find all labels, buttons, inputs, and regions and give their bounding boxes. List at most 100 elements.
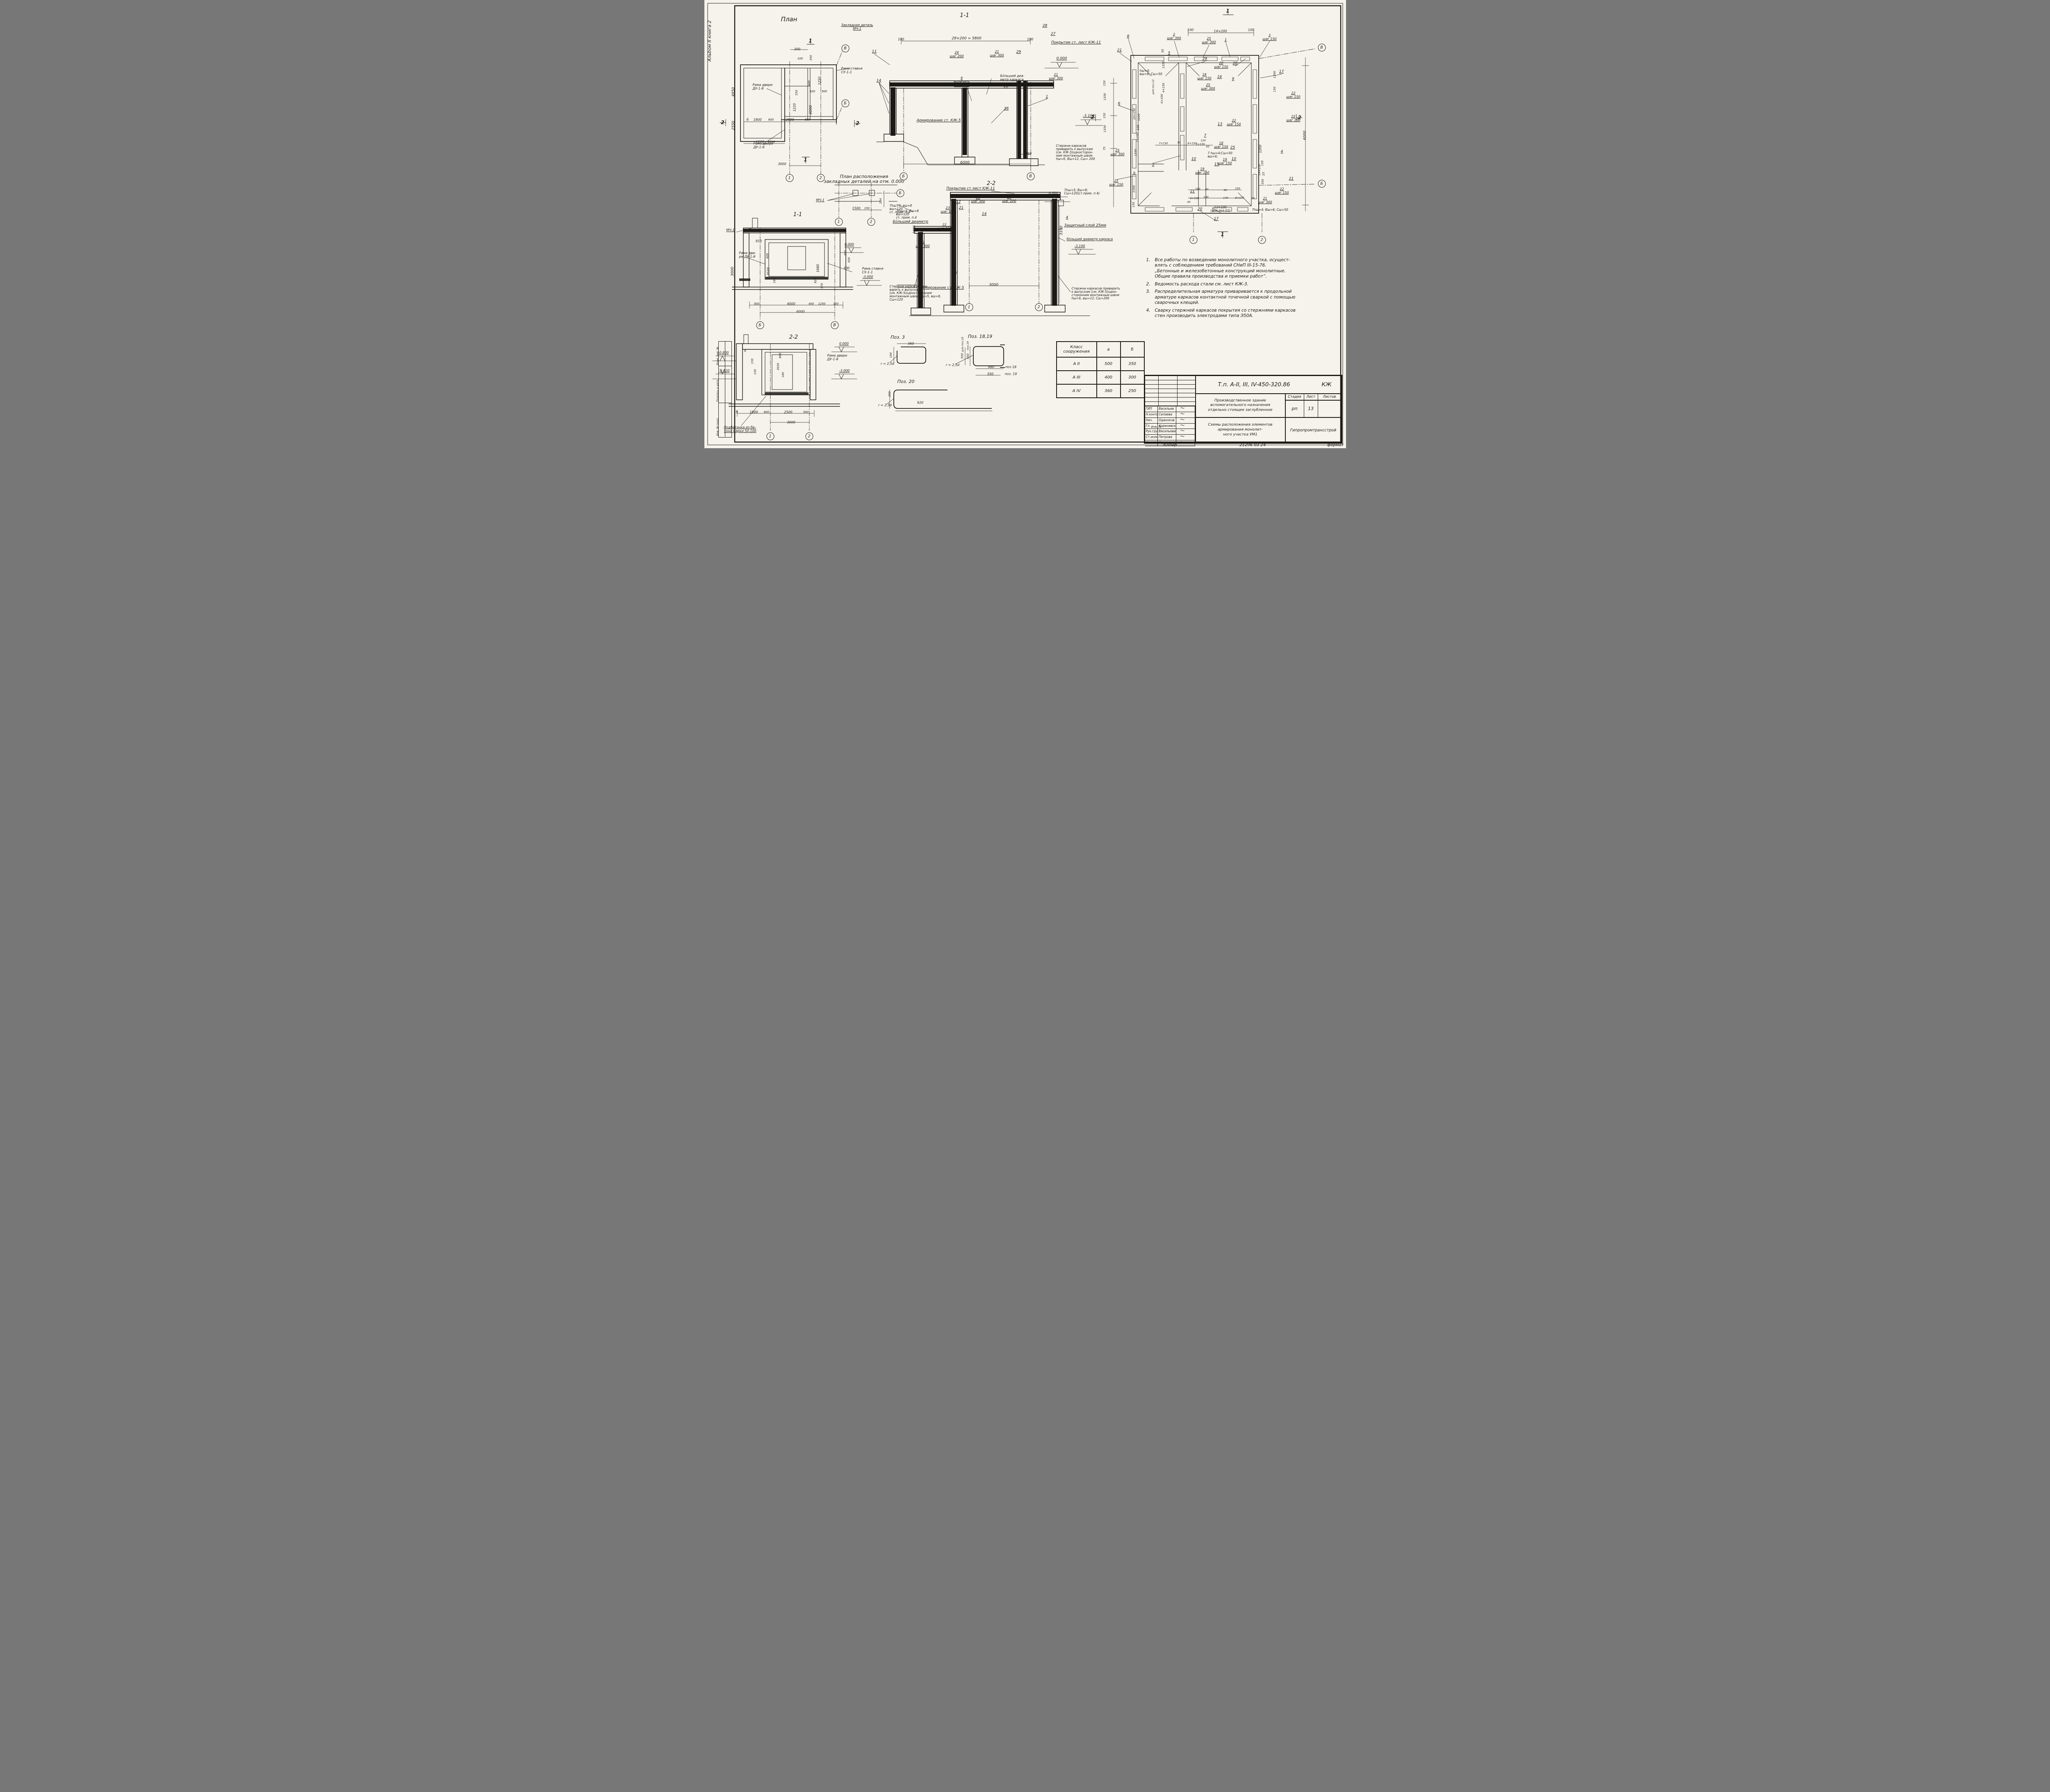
- document-code-cell: Т.п. А-II, III, IV-450-320.86 КЖ: [1195, 376, 1342, 394]
- dim-label: Закладная деталь МЧ-1: [841, 23, 873, 30]
- dim-label: Бóльший диаметр: [893, 220, 928, 224]
- dim-label: 1500: [852, 206, 861, 210]
- dim-label: 4×100: [1160, 94, 1164, 104]
- signature-row: Нач. отд.Оданоков: [1145, 417, 1195, 424]
- dim-label: 6: [920, 230, 923, 234]
- axis-bubble-2: 2: [1258, 236, 1266, 244]
- dim-label: 1350: [1103, 125, 1107, 132]
- dim-label: 600: [768, 118, 774, 122]
- dim-label: 160: [889, 352, 893, 358]
- table-cell: 250: [1120, 384, 1145, 398]
- dim-label: 100: [1187, 28, 1194, 32]
- dim-label: Поз. 20: [897, 379, 915, 385]
- dim-label: Защитный слой 25мм: [1064, 223, 1107, 228]
- dim-label: 29: [1202, 57, 1207, 62]
- axis-bubble-2: 2: [805, 432, 813, 440]
- dim-label: 25: [1262, 172, 1265, 176]
- dim-label: 7: [1204, 134, 1207, 138]
- note-number: 4.: [1146, 308, 1150, 313]
- dim-label: поз.19: [966, 341, 969, 351]
- dim-label: 4000: [809, 105, 813, 115]
- dim-label: 1: [1224, 38, 1227, 43]
- dim-label: 4×150: [1162, 83, 1165, 93]
- dim-label: 0.000: [845, 242, 854, 246]
- dim-label: 10×150: [1132, 108, 1136, 120]
- dim-label: 150: [1132, 202, 1135, 207]
- dim-label: 1: [1221, 231, 1224, 237]
- dim-label: 0.000: [1056, 57, 1067, 61]
- sheet-number: 13: [1304, 401, 1318, 417]
- dim-label: Стержни каркасов приварить к выпускам (с…: [1071, 286, 1120, 301]
- dim-label: 120: [1136, 125, 1140, 130]
- person-name: Оданоков: [1158, 417, 1177, 423]
- dim-label: 21: [1117, 48, 1122, 53]
- dim-label: 2: [856, 120, 859, 126]
- edge-stamp-cell: Взам. инв. №: [716, 342, 731, 366]
- dim-label: 7×150: [1159, 141, 1168, 145]
- dim-label: 5×150: [1196, 142, 1205, 146]
- axis-bubble-Б: Б: [1318, 180, 1326, 188]
- dim-label: б: [747, 118, 749, 122]
- dim-label: 7hш=4; Вш=6; Сш=50: [1252, 207, 1288, 212]
- dim-label: 150: [1273, 87, 1276, 92]
- dim-label: 250: [843, 250, 847, 256]
- axis-bubble-2: 2: [817, 174, 825, 182]
- dim-label: 40: [1223, 188, 1227, 192]
- dim-label: 14: [982, 212, 987, 217]
- axis-bubble-1: 1: [965, 303, 973, 311]
- dim-label: 3000: [730, 267, 735, 276]
- dim-label: 400: [807, 80, 811, 86]
- table-cell: 500: [1096, 357, 1121, 371]
- dim-label: 4950: [731, 87, 736, 97]
- dim-label: 5: [1168, 51, 1171, 56]
- dim-label: r = 2,5d: [946, 363, 959, 367]
- dim-label: 300: [843, 266, 850, 270]
- dim-label: 50: [1206, 145, 1210, 148]
- edge-stamp-label: Инв. № подл.: [715, 417, 719, 436]
- dim-label: 6×100: [1190, 196, 1199, 200]
- person-name: Васильев: [1158, 406, 1177, 412]
- dim-label: 1250: [818, 302, 826, 306]
- signature-row: Рук.групВасильева: [1145, 429, 1195, 435]
- dim-label: 22 шаг 150: [937, 223, 952, 230]
- dim-label: 29: [1016, 50, 1021, 55]
- signature-rows: ГИПВасильевН.контр.СилаеваНач. отд.Одано…: [1144, 406, 1196, 446]
- dim-label: для поз.12: [1151, 79, 1155, 95]
- dim-label: МЧ-1: [816, 198, 825, 202]
- dim-label: 5: [1152, 163, 1155, 167]
- dim-label: 100: [797, 57, 803, 61]
- dim-label: 4000: [787, 302, 795, 306]
- dim-label: 2420: [912, 225, 916, 234]
- dim-label: 7hш=5; Вш=8 вш=120 ст. прим. п.4: [896, 209, 919, 220]
- dim-label: 2550: [731, 121, 736, 130]
- dim-label: 21 шаг 300: [1258, 196, 1272, 204]
- note-text: Все работы по возведению монолитного уча…: [1155, 258, 1290, 279]
- dim-label: -3.100: [1082, 114, 1095, 119]
- dim-label: 600: [763, 410, 770, 414]
- dim-label: 14: [876, 79, 882, 83]
- dim-label: 3000: [778, 162, 786, 166]
- dim-label: 17: [1214, 217, 1219, 221]
- dim-label: 1000: [768, 140, 775, 144]
- album-note: Альбом II книга 2: [706, 20, 712, 62]
- axis-bubble-1: 1: [786, 174, 793, 182]
- dim-label: Покрытие ст лист КЖ-11: [946, 187, 995, 191]
- dim-label: 6: [1118, 102, 1121, 106]
- dim-label: Армирование ст. КЖ-5: [920, 286, 964, 290]
- dim-label: 25 шаг 300: [1110, 148, 1125, 156]
- dim-label: 24 шаг 200: [950, 50, 964, 58]
- dim-label: 60: [1251, 196, 1255, 200]
- dim-label: 350: [833, 302, 839, 306]
- dim-label: План: [781, 15, 797, 23]
- person-name: Петрова: [1158, 435, 1177, 440]
- dim-label: 15: [1214, 162, 1219, 167]
- signature: [1176, 423, 1195, 429]
- dim-label: 7hш=5; вш=8 вш=120 ст. прим. п.4: [889, 203, 912, 214]
- stage-label: Стадия: [1286, 394, 1304, 400]
- dim-label: 7×100: [1135, 132, 1139, 142]
- dim-label: 23 шаг 150: [941, 206, 955, 213]
- axis-bubble-В: В: [1027, 172, 1034, 180]
- dim-label: 9: [1232, 77, 1235, 82]
